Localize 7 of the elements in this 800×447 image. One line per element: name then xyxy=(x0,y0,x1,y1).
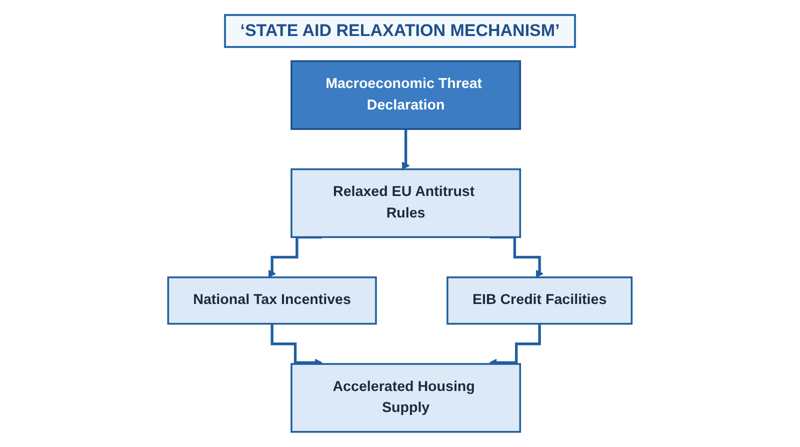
node-box: National Tax Incentives xyxy=(167,276,377,325)
node-box: Accelerated Housing Supply xyxy=(290,363,522,433)
arrow xyxy=(402,128,410,170)
title: ‘STATE AID RELAXATION MECHANISM’ xyxy=(224,14,576,48)
node-box: EIB Credit Facilities xyxy=(446,276,633,325)
node-box: Relaxed EU Antitrust Rules xyxy=(290,168,522,238)
node-box: Macroeconomic Threat Declaration xyxy=(290,60,522,130)
